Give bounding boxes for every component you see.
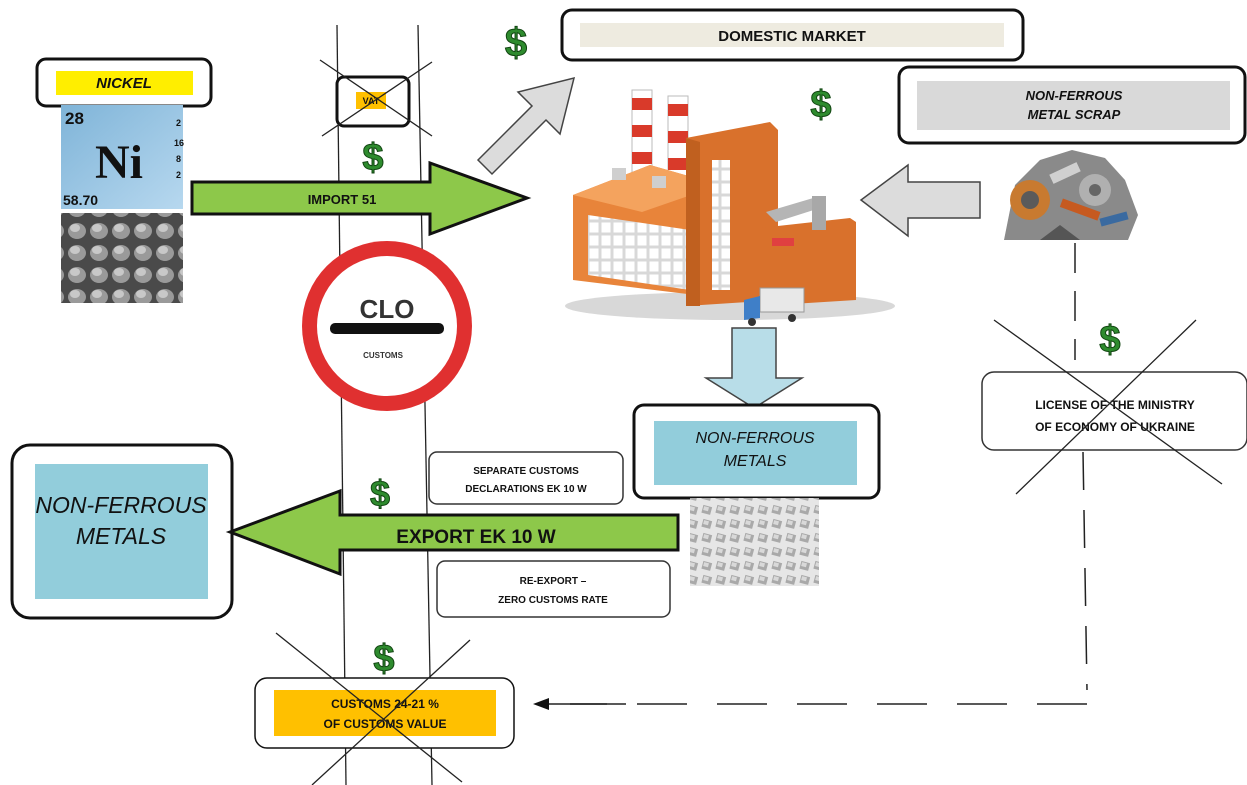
nf-center-line1: NON-FERROUS <box>695 430 814 447</box>
customs-rate-line2: OF CUSTOMS VALUE <box>324 717 447 731</box>
dollar-icon: $ <box>810 84 831 126</box>
shell-3: 8 <box>176 154 181 164</box>
to-market-arrow <box>476 76 576 176</box>
import-arrow: IMPORT 51 <box>190 160 532 237</box>
metal-scrap-box: NON-FERROUS METAL SCRAP <box>897 65 1247 145</box>
customs-rate-box: CUSTOMS 24-21 % OF CUSTOMS VALUE <box>254 632 515 785</box>
dollar-icon: $ <box>370 473 390 514</box>
customs-rate-line1: CUSTOMS 24-21 % <box>331 697 439 711</box>
dollar-icon: $ <box>1099 319 1120 361</box>
license-line2: OF ECONOMY OF UKRAINE <box>1035 420 1195 434</box>
atomic-number: 28 <box>65 109 84 128</box>
customs-sign-label: CUSTOMS <box>363 351 404 360</box>
scrap-label-line2: METAL SCRAP <box>1028 107 1121 122</box>
dollar-icon: $ <box>362 137 383 179</box>
scrap-label-line1: NON-FERROUS <box>1026 88 1123 103</box>
nickel-element-card: 28 Ni 58.70 2 16 8 2 <box>61 105 184 209</box>
shell-2: 16 <box>174 138 184 148</box>
license-line1: LICENSE OF THE MINISTRY <box>1035 398 1195 412</box>
separate-line1: SEPARATE CUSTOMS <box>473 466 579 477</box>
nf-left-line1: NON-FERROUS <box>35 492 207 518</box>
element-symbol: Ni <box>95 136 143 189</box>
domestic-market-label: DOMESTIC MARKET <box>718 28 866 45</box>
reexport-box: RE-EXPORT – ZERO CUSTOMS RATE <box>436 560 671 618</box>
factory-icon <box>565 89 895 320</box>
reexport-line1: RE-EXPORT – <box>520 576 587 587</box>
separate-declarations-box: SEPARATE CUSTOMS DECLARATIONS EK 10 W <box>428 451 624 505</box>
dollar-icon: $ <box>505 21 527 65</box>
non-ferrous-metals-left-box: NON-FERROUS METALS <box>10 443 234 620</box>
import-label: IMPORT 51 <box>308 192 377 207</box>
nickel-label-box: NICKEL <box>35 57 213 108</box>
scrap-to-factory-arrow <box>859 163 981 238</box>
dashed-flow-line <box>570 243 1088 705</box>
dollar-icons: $ $ $ $ $ $ <box>362 21 1121 681</box>
dollar-icon: $ <box>373 638 394 680</box>
customs-corridor-lines <box>336 24 433 785</box>
stop-sign-icon: CLO CUSTOMS <box>302 241 472 411</box>
metal-scrap-icon <box>1004 150 1138 240</box>
shell-1: 2 <box>176 118 181 128</box>
export-label: EXPORT EK 10 W <box>396 527 555 548</box>
license-box: LICENSE OF THE MINISTRY OF ECONOMY OF UK… <box>981 319 1247 495</box>
non-ferrous-metals-center-box: NON-FERROUS METALS <box>632 403 881 500</box>
metal-cubes-icon <box>690 498 819 586</box>
export-arrow: EXPORT EK 10 W <box>225 488 680 577</box>
nf-center-line2: METALS <box>724 453 787 470</box>
reexport-line2: ZERO CUSTOMS RATE <box>498 595 608 606</box>
vat-label: VAT <box>363 96 380 106</box>
vat-box: VAT <box>319 59 433 137</box>
separate-line2: DECLARATIONS EK 10 W <box>465 484 587 495</box>
atomic-mass: 58.70 <box>63 192 98 208</box>
nf-left-line2: METALS <box>76 523 167 549</box>
nickel-label: NICKEL <box>96 75 152 92</box>
truck-icon <box>744 287 805 326</box>
factory-to-metals-arrow <box>703 327 805 409</box>
domestic-market-box: DOMESTIC MARKET <box>560 8 1025 62</box>
nickel-pellets-icon <box>61 213 183 303</box>
dashed-arrow-head <box>533 698 626 710</box>
shell-4: 2 <box>176 170 181 180</box>
clo-label: CLO <box>360 294 415 324</box>
